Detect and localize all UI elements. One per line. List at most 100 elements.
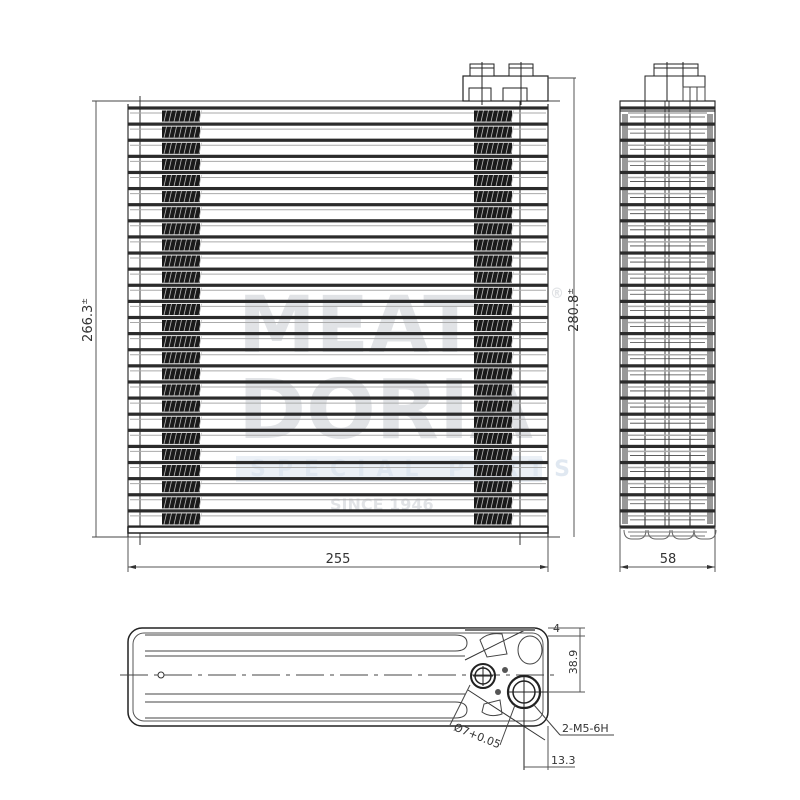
side-tube [620, 267, 715, 271]
side-tube [620, 186, 715, 191]
dim-depth: 58 [660, 552, 677, 567]
side-tube [620, 283, 715, 287]
arrow-icon [707, 565, 715, 569]
bottom-plate [127, 526, 549, 534]
leader-hole-left [449, 684, 471, 726]
side-tube [620, 122, 715, 126]
tube [128, 493, 548, 497]
fin-block [162, 513, 200, 525]
fin-zigzag [163, 352, 202, 364]
screw-hole [495, 689, 501, 695]
tube [128, 299, 548, 303]
fin-block [474, 303, 512, 315]
tube [128, 412, 548, 416]
tube [128, 219, 548, 223]
fin-block [474, 448, 512, 461]
fin-block [162, 126, 200, 138]
top-outline [127, 627, 549, 727]
flange-edge [464, 629, 546, 741]
fitting-port-right [502, 87, 528, 102]
channel-1 [145, 634, 468, 652]
dim-width: 255 [326, 552, 351, 567]
fin-zigzag [163, 319, 202, 332]
fin-zigzag [475, 110, 514, 122]
fin-zigzag [475, 255, 514, 267]
side-tube [620, 251, 715, 255]
side-tube [620, 235, 715, 239]
fin-block [474, 223, 512, 235]
fin-block [474, 432, 512, 444]
side-tube [620, 138, 715, 142]
tube [128, 251, 548, 255]
fin-zigzag [163, 142, 202, 154]
side-tube [620, 332, 715, 336]
fin-zigzag [163, 481, 202, 493]
fin-zigzag [163, 207, 202, 219]
front-view: 266.3± 280.8± 255 [80, 62, 582, 572]
fin-block [474, 207, 512, 219]
fin-zigzag [475, 271, 514, 283]
fin-block [474, 368, 512, 380]
fin-block [162, 174, 200, 187]
fin-block [162, 303, 200, 315]
fin-block [162, 287, 200, 299]
fin-zigzag [163, 271, 202, 283]
fitting-block [462, 62, 576, 105]
tube [128, 283, 548, 287]
fin-block [162, 384, 200, 396]
fin-zigzag [475, 352, 514, 364]
fin-zigzag [163, 400, 202, 412]
tube [128, 380, 548, 384]
fin-zigzag [475, 207, 514, 219]
tube [128, 203, 548, 207]
fin-zigzag [163, 110, 202, 122]
fin-zigzag [163, 190, 202, 203]
fin-block [162, 255, 200, 267]
fin-zigzag [163, 416, 202, 428]
fin-block [474, 384, 512, 396]
fin-block [162, 336, 200, 348]
side-tube [620, 203, 715, 207]
tube [128, 509, 548, 513]
tube [128, 332, 548, 336]
fin-block [162, 142, 200, 154]
flange-top-bar [465, 628, 535, 631]
fin-zigzag [475, 416, 514, 428]
fin-block [474, 191, 512, 203]
dim-13-3: 13.3 [551, 754, 576, 767]
fin-block [162, 416, 200, 428]
fin-zigzag [163, 336, 202, 348]
fin-zigzag [475, 303, 514, 316]
side-tube [620, 106, 715, 110]
top-outline-inner [132, 632, 544, 722]
side-tube [620, 525, 715, 529]
fin-zigzag [163, 513, 202, 525]
fin-zigzag [163, 432, 202, 445]
side-tube [620, 364, 715, 368]
fin-zigzag [475, 384, 514, 396]
side-tube [620, 412, 715, 416]
tube [128, 122, 548, 126]
fin-zigzag [475, 448, 514, 461]
fin-zigzag [475, 513, 514, 525]
side-tube [620, 219, 715, 223]
fin-block [474, 287, 512, 299]
fin-block [474, 110, 512, 122]
fin-zigzag [475, 287, 514, 299]
tube [128, 267, 548, 271]
fin-zigzag [163, 255, 202, 267]
dim-height-outer: 280.8± [566, 288, 582, 332]
flange-cutout-1 [479, 633, 508, 658]
fin-group [162, 110, 514, 525]
side-tube-group [620, 106, 715, 537]
fin-zigzag [163, 126, 202, 138]
dim-height-inner: 266.3± [80, 298, 96, 342]
fin-zigzag [475, 481, 514, 493]
fin-zigzag [163, 223, 202, 235]
fin-block [474, 352, 512, 364]
fin-block [162, 400, 200, 412]
fin-zigzag [475, 336, 514, 348]
fin-zigzag [163, 287, 202, 299]
fin-zigzag [475, 464, 514, 477]
side-tube [620, 380, 715, 384]
